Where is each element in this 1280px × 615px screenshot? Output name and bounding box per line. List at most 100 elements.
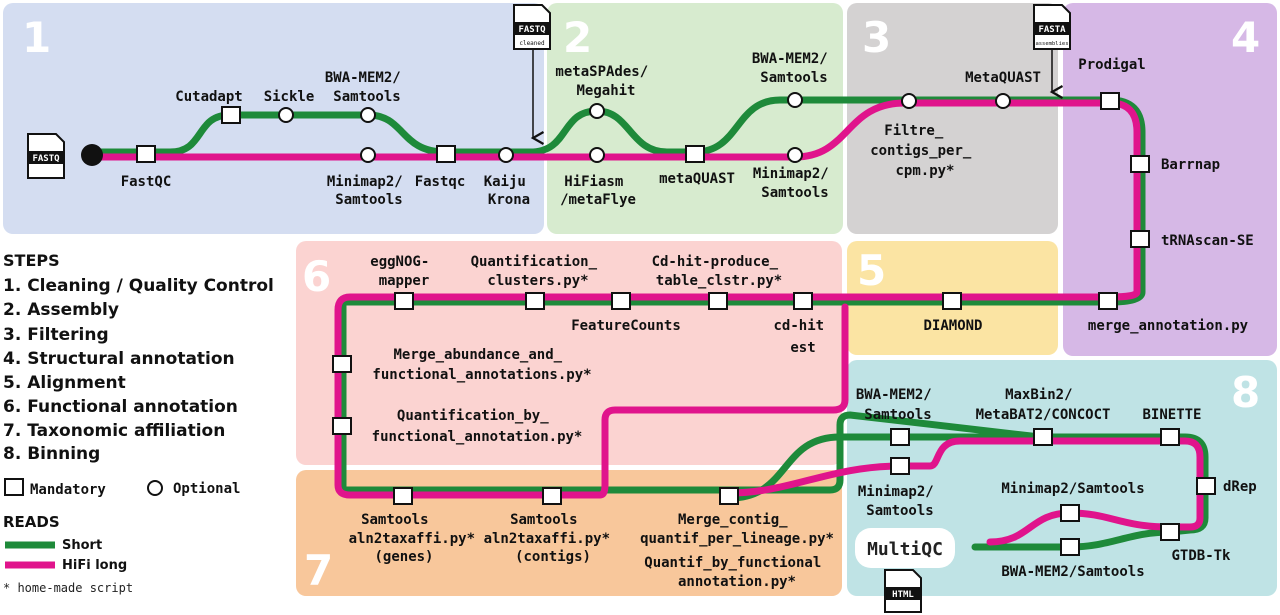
station-merge-annot — [1098, 292, 1118, 310]
fastq-cleaned-label: FASTQ — [518, 25, 546, 35]
steps-list: 1. Cleaning / Quality Control 2. Assembl… — [3, 276, 280, 464]
legend-mandatory-label: Mandatory — [30, 482, 106, 498]
step-number-6: 6 — [302, 252, 331, 301]
label-metaspades: metaSPAdes/ Megahit — [555, 64, 656, 99]
label-barrnap: Barrnap — [1161, 157, 1220, 173]
station-gtdbtk — [1160, 523, 1180, 541]
label-hifiasm: HiFiasm /metaFlye — [560, 174, 636, 208]
multiqc-logo: MultiQC — [855, 528, 955, 568]
step-box-2 — [547, 3, 843, 234]
label-bwa3: BWA-MEM2/ Samtools — [856, 387, 940, 423]
short-read-line — [88, 96, 1209, 551]
label-fastqc2: Fastqc — [415, 174, 466, 190]
station-fastqc2 — [436, 145, 456, 163]
label-fastqc: FastQC — [121, 174, 172, 190]
station-quant-func — [332, 417, 352, 435]
assemblies-label: assemblies — [1035, 41, 1068, 47]
html-label: HTML — [892, 590, 914, 600]
legend-optional-circle — [147, 480, 163, 496]
station-bwa1 — [360, 107, 376, 123]
label-merge-annot: merge_annotation.py — [1088, 318, 1249, 334]
label-filtre: Filtre_ contigs_per_ cpm.py* — [870, 123, 980, 179]
label-quant-func: Quantification_by_ functional_annotation… — [372, 408, 583, 445]
label-binette: BINETTE — [1142, 407, 1201, 423]
label-metaquast1: metaQUAST — [659, 171, 735, 187]
start-dot — [81, 144, 103, 166]
label-gtdbtk: GTDB-Tk — [1171, 548, 1231, 564]
label-cutadapt: Cutadapt — [175, 89, 242, 105]
multiqc-label: MultiQC — [867, 539, 943, 560]
step-box-7 — [296, 470, 842, 596]
station-metaquast2 — [995, 93, 1011, 109]
station-samtools-genes — [393, 487, 413, 505]
station-eggnog — [394, 292, 414, 310]
station-merge-abund — [332, 355, 352, 373]
station-featurecounts — [611, 292, 631, 310]
label-samtools-genes: Samtools aln2taxaffi.py* (genes) — [349, 512, 484, 565]
label-maxbin: MaxBin2/ MetaBAT2/CONCOCT — [976, 387, 1111, 423]
station-quant-clusters — [525, 292, 545, 310]
step-box-4 — [1063, 3, 1277, 356]
label-featurecounts: FeatureCounts — [571, 318, 681, 334]
station-drep — [1196, 477, 1216, 495]
label-bwa2: BWA-MEM2/ Samtools — [752, 51, 836, 86]
station-filtre — [901, 93, 917, 109]
step-number-5: 5 — [857, 246, 886, 295]
step-number-8: 8 — [1231, 368, 1260, 417]
legend-footnote: * home-made script — [3, 581, 133, 595]
legend-short-label: Short — [62, 538, 102, 553]
label-cdhit: cd-hit est — [773, 318, 832, 356]
step-number-4: 4 — [1231, 13, 1260, 62]
station-bwa3 — [890, 428, 910, 446]
label-metaquast2: MetaQUAST — [965, 70, 1041, 86]
station-minimap4 — [1060, 504, 1080, 522]
label-cdhit-produce: Cd-hit-produce_ table_clstr.py* — [652, 254, 787, 289]
legend-optional-label: Optional — [173, 481, 240, 497]
station-fastqc — [136, 145, 156, 163]
station-metaquast1 — [685, 145, 705, 163]
label-prodigal: Prodigal — [1078, 57, 1145, 73]
label-minimap3: Minimap2/ Samtools — [858, 484, 942, 519]
label-samtools-contigs: Samtools aln2taxaffi.py* (contigs) — [484, 512, 619, 565]
station-cutadapt — [221, 106, 241, 124]
steps-heading: STEPS — [3, 251, 60, 270]
label-bwa4: BWA-MEM2/Samtools — [1001, 564, 1144, 580]
fastq-file-label: FASTQ — [32, 154, 60, 164]
label-diamond: DIAMOND — [923, 318, 982, 334]
fastq-file-icon: FASTQ — [27, 133, 65, 179]
step-number-1: 1 — [22, 13, 51, 62]
legend-mandatory-square — [4, 478, 24, 496]
label-trnascan: tRNAscan-SE — [1161, 233, 1254, 249]
label-minimap4: Minimap2/Samtools — [1001, 481, 1144, 497]
legend-hifi-label: HiFi long — [62, 558, 127, 573]
label-merge-contig: Merge_contig_ quantif_per_lineage.py* — [640, 512, 834, 547]
hifi-read-line — [88, 99, 1141, 499]
step-number-7: 7 — [304, 546, 333, 595]
station-samtools-contigs — [542, 487, 562, 505]
label-eggnog: eggNOG- mapper — [370, 254, 437, 289]
html-file-icon: HTML — [884, 569, 922, 613]
label-kaiju: Kaiju Krona — [484, 174, 535, 208]
label-sickle: Sickle — [264, 89, 315, 105]
label-merge-abund: Merge_abundance_and_ functional_annotati… — [372, 347, 591, 383]
station-sickle — [278, 107, 294, 123]
station-barrnap — [1130, 155, 1150, 173]
station-minimap1 — [360, 147, 376, 163]
reads-heading: READS — [3, 513, 60, 531]
label-minimap1: Minimap2/ Samtools — [327, 174, 411, 208]
station-minimap2 — [787, 147, 803, 163]
fasta-assemblies-file-icon: FASTA assemblies — [1033, 4, 1071, 50]
station-metaspades — [589, 103, 605, 119]
cleaned-label: cleaned — [519, 40, 545, 47]
step-box-3 — [847, 3, 1058, 234]
label-quantif-func: Quantif_by_functional annotation.py* — [644, 555, 829, 590]
station-prodigal — [1100, 92, 1120, 110]
label-quant-clusters: Quantification_ clusters.py* — [471, 254, 606, 289]
station-trnascan — [1130, 230, 1150, 248]
station-hifiasm — [589, 147, 605, 163]
fasta-label: FASTA — [1038, 25, 1066, 35]
station-cdhit-produce — [708, 292, 728, 310]
station-bwa4 — [1060, 538, 1080, 556]
label-bwa1: BWA-MEM2/ Samtools — [325, 70, 409, 105]
